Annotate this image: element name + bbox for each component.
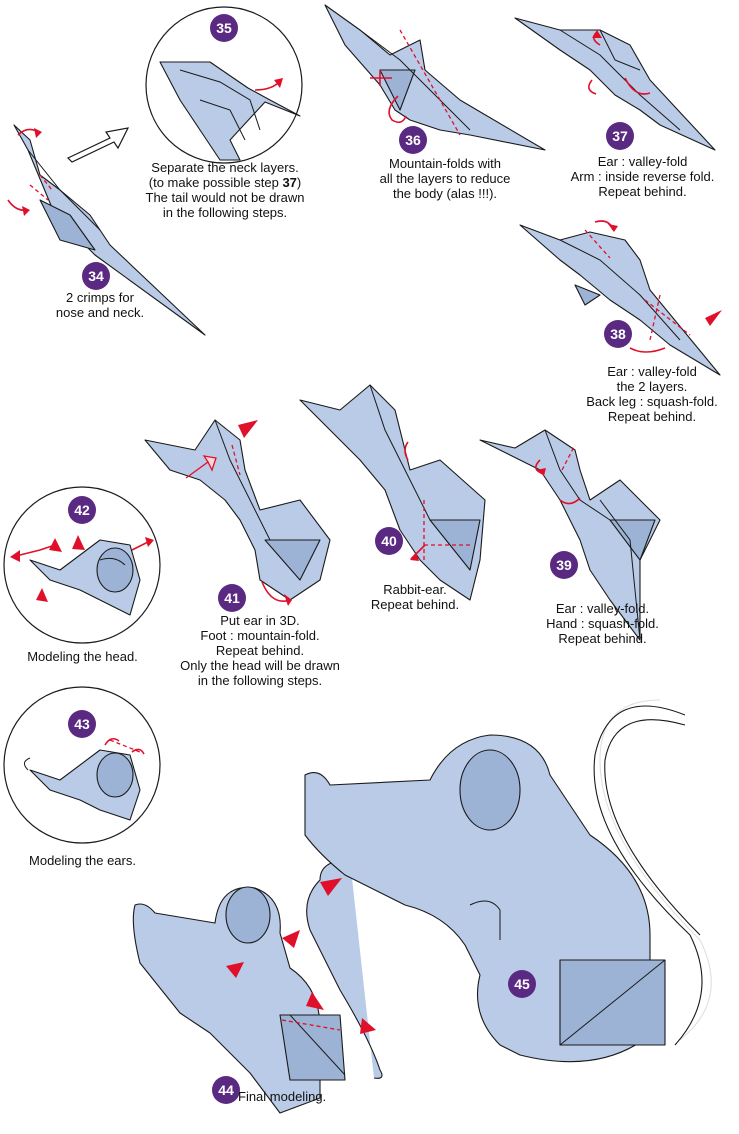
step-36-caption: Mountain-folds with all the layers to re… bbox=[379, 156, 511, 201]
step-37-caption: Ear : valley-fold Arm : inside reverse f… bbox=[570, 154, 715, 199]
step-35-caption: Separate the neck layers. (to make possi… bbox=[145, 160, 305, 220]
step-43-badge: 43 bbox=[68, 710, 96, 738]
step-35-figure bbox=[145, 6, 303, 164]
step-38-badge: 38 bbox=[604, 320, 632, 348]
step-42-figure bbox=[3, 486, 161, 644]
step-34-badge: 34 bbox=[82, 262, 110, 290]
step-39-figure bbox=[479, 429, 661, 641]
step-38-caption: Ear : valley-fold the 2 layers. Back leg… bbox=[586, 364, 718, 424]
step-45-figure bbox=[304, 699, 712, 1063]
step-39-badge: 39 bbox=[550, 551, 578, 579]
step-44-badge: 44 bbox=[212, 1076, 240, 1104]
step-37-figure bbox=[514, 17, 716, 151]
next-arrow-icon bbox=[66, 127, 130, 163]
step-44-figure bbox=[132, 859, 383, 1114]
step-45-badge: 45 bbox=[508, 970, 536, 998]
step-40-caption: Rabbit-ear. Repeat behind. bbox=[370, 582, 460, 612]
step-36-figure bbox=[324, 4, 546, 151]
step-34-figure bbox=[7, 124, 206, 336]
step-43-figure bbox=[3, 686, 161, 844]
step-42-badge: 42 bbox=[68, 496, 96, 524]
step-43-caption: Modeling the ears. bbox=[29, 853, 136, 868]
step-35-badge: 35 bbox=[210, 14, 238, 42]
step-36-badge: 36 bbox=[399, 126, 427, 154]
step-38-figure bbox=[519, 220, 722, 376]
step-42-caption: Modeling the head. bbox=[27, 649, 138, 664]
step-39-caption: Ear : valley-fold. Hand : squash-fold. R… bbox=[546, 601, 659, 646]
step-41-figure bbox=[144, 419, 331, 606]
step-41-badge: 41 bbox=[218, 584, 246, 612]
step-41-caption: Put ear in 3D. Foot : mountain-fold. Rep… bbox=[180, 613, 340, 688]
step-40-badge: 40 bbox=[375, 527, 403, 555]
step-34-caption: 2 crimps for nose and neck. bbox=[55, 290, 145, 320]
step-37-badge: 37 bbox=[606, 122, 634, 150]
step-40-figure bbox=[299, 384, 486, 601]
step-44-caption: Final modeling. bbox=[238, 1089, 327, 1104]
